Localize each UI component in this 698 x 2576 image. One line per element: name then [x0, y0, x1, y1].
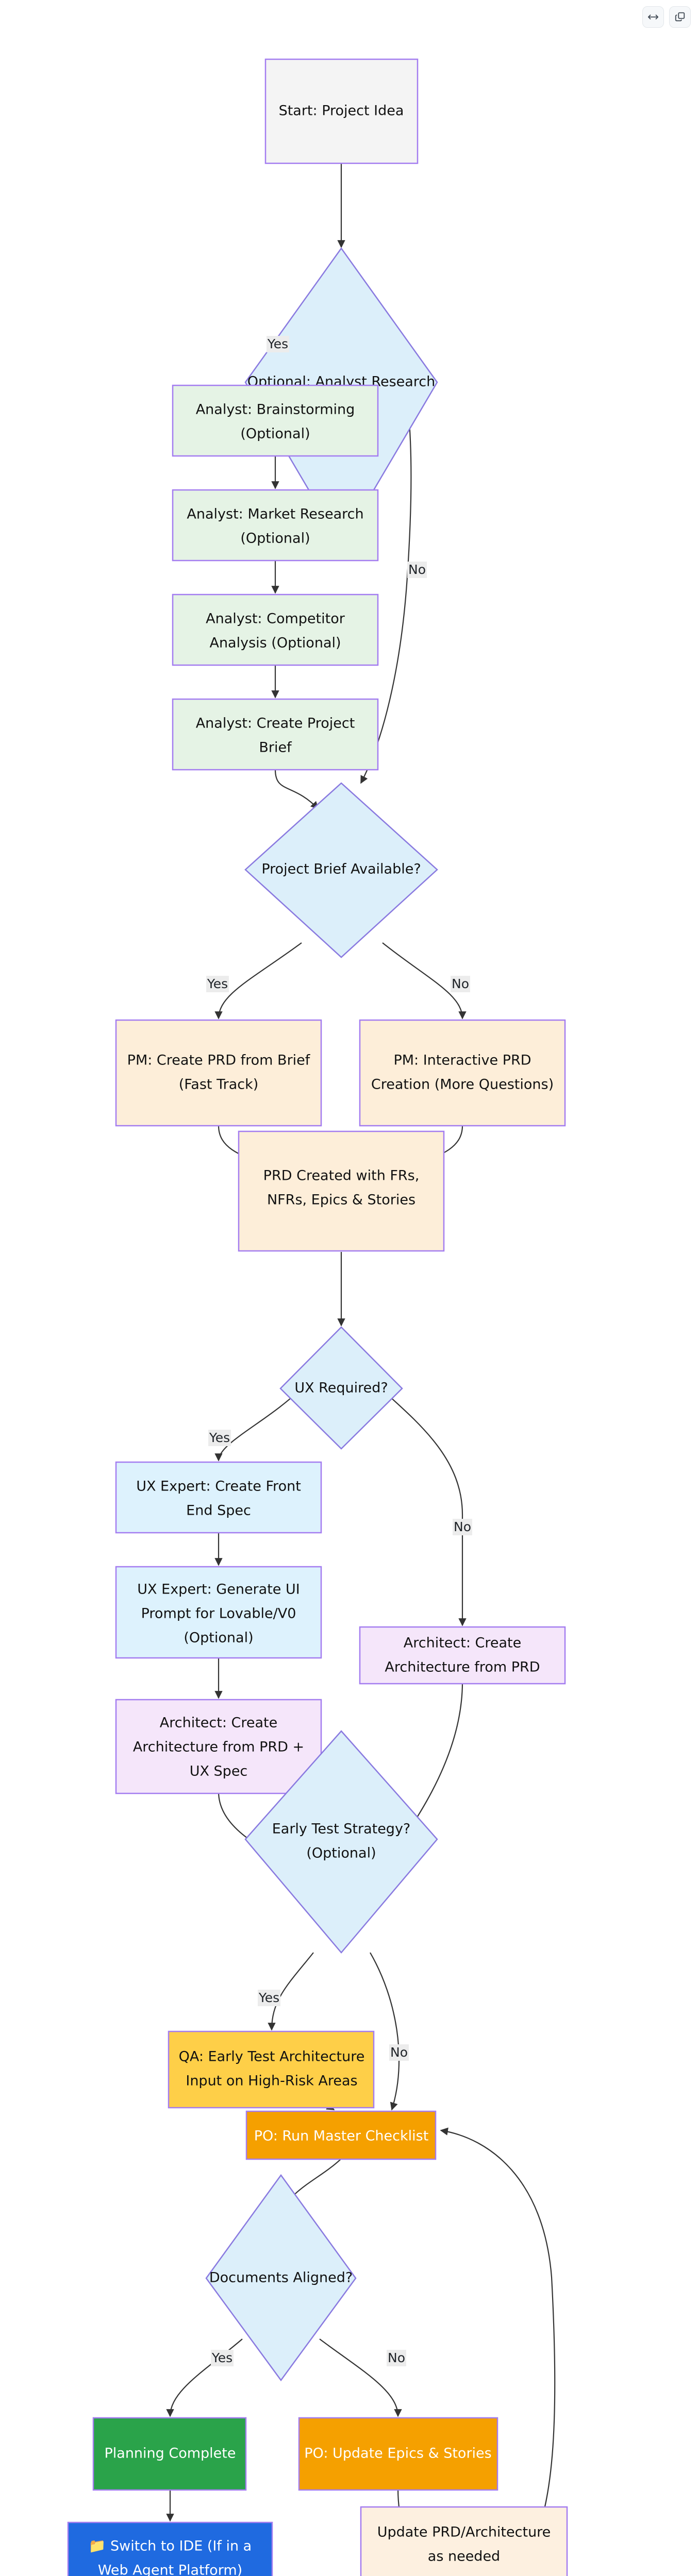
node-market-line-0: Analyst: Market Research — [187, 506, 363, 522]
node-layer[interactable]: Start: Project Idea Optional: Analyst Re… — [67, 58, 568, 2576]
node-prd_fast-line-1: (Fast Track) — [179, 1077, 259, 1093]
svg-text:Yes: Yes — [207, 976, 228, 991]
node-ux_prompt-line-0: UX Expert: Generate UI — [137, 1582, 300, 1598]
edge-brief_q-prd_inter — [382, 942, 467, 1020]
svg-text:No: No — [388, 2350, 405, 2365]
edge-label-brief_q-no: No — [451, 976, 470, 992]
edge-docs_q-po_update — [319, 2338, 402, 2417]
edge-label-test_q-no: No — [389, 2044, 409, 2061]
copy-icon — [675, 12, 685, 22]
node-arch_ux-line-0: Architect: Create — [160, 1715, 277, 1731]
node-po_update-line-0: PO: Update Epics & Stories — [304, 2446, 491, 2462]
node-docs_q[interactable]: Documents Aligned? — [205, 2174, 357, 2382]
node-ux_q-line-0: UX Required? — [294, 1380, 388, 1396]
node-ux_prompt-line-1: Prompt for Lovable/V0 — [141, 1606, 296, 1622]
node-ux_prompt-line-2: (Optional) — [184, 1630, 253, 1646]
node-po_check[interactable]: PO: Run Master Checklist — [245, 2110, 437, 2160]
node-competitor-line-0: Analyst: Competitor — [206, 611, 345, 627]
svg-text:Yes: Yes — [258, 1990, 279, 2005]
node-ux_spec[interactable]: UX Expert: Create Front End Spec — [115, 1461, 322, 1534]
svg-text:Yes: Yes — [211, 2350, 232, 2365]
node-prd_inter-line-0: PM: Interactive PRD — [393, 1053, 531, 1069]
svg-text:No: No — [454, 1519, 471, 1534]
node-market-line-1: (Optional) — [240, 531, 310, 547]
node-prd_done-line-1: NFRs, Epics & Stories — [267, 1192, 416, 1208]
copy-button[interactable] — [669, 6, 691, 28]
node-brainstorm-line-1: (Optional) — [240, 426, 310, 442]
svg-text:No: No — [452, 976, 469, 991]
node-prd_inter[interactable]: PM: Interactive PRD Creation (More Quest… — [359, 1019, 566, 1127]
edge-label-docs_q-no: No — [387, 2350, 406, 2366]
node-competitor-line-1: Analysis (Optional) — [209, 635, 341, 651]
node-brainstorm-line-0: Analyst: Brainstorming — [196, 402, 355, 418]
node-brief-line-0: Analyst: Create Project — [196, 716, 355, 732]
edge-label-brief_q-yes: Yes — [206, 976, 229, 992]
node-test_q-line-1: (Optional) — [306, 1845, 376, 1861]
node-qa_early-line-1: Input on High-Risk Areas — [186, 2073, 357, 2089]
node-switch_ide-line-0: 📁 Switch to IDE (If in a — [89, 2538, 252, 2554]
node-plan_done-line-0: Planning Complete — [104, 2446, 236, 2462]
node-ux_spec-line-1: End Spec — [186, 1503, 251, 1519]
edge-label-analyst_q-yes: Yes — [267, 336, 289, 352]
edge-ux_q-arch_prd — [377, 1385, 467, 1626]
edge-label-test_q-yes: Yes — [258, 1990, 280, 2006]
node-arch_ux[interactable]: Architect: Create Architecture from PRD … — [115, 1699, 322, 1794]
node-ux_spec-line-0: UX Expert: Create Front — [136, 1479, 301, 1495]
node-arch_prd-line-1: Architecture from PRD — [385, 1659, 540, 1675]
node-ux_q[interactable]: UX Required? — [279, 1326, 403, 1450]
node-test_q[interactable]: Early Test Strategy? (Optional) — [244, 1730, 438, 1954]
edge-brief-brief_q — [274, 769, 319, 810]
node-arch_ux-line-1: Architecture from PRD + — [133, 1739, 304, 1755]
node-update_docs[interactable]: Update PRD/Architecture as needed — [360, 2506, 568, 2576]
expand-width-button[interactable] — [642, 6, 664, 28]
node-prd_fast[interactable]: PM: Create PRD from Brief (Fast Track) — [115, 1019, 322, 1127]
edge-label-ux_q-no: No — [453, 1519, 472, 1535]
node-arch_prd-line-0: Architect: Create — [404, 1635, 521, 1651]
diagram-toolbar[interactable] — [642, 6, 691, 28]
node-brief-line-1: Brief — [259, 740, 292, 756]
node-po_check-line-0: PO: Run Master Checklist — [254, 2128, 429, 2144]
node-qa_early-line-0: QA: Early Test Architecture — [179, 2049, 365, 2065]
node-brief[interactable]: Analyst: Create Project Brief — [172, 698, 379, 771]
edge-update_docs-po_check — [440, 2127, 556, 2557]
node-competitor[interactable]: Analyst: Competitor Analysis (Optional) — [172, 594, 379, 666]
node-switch_ide-line-1: Web Agent Platform) — [98, 2563, 242, 2576]
node-arch_prd[interactable]: Architect: Create Architecture from PRD — [359, 1626, 566, 1685]
node-docs_q-line-0: Documents Aligned? — [209, 2270, 353, 2286]
edge-test_q-po_check — [370, 1952, 400, 2111]
node-plan_done[interactable]: Planning Complete — [92, 2417, 247, 2491]
node-start[interactable]: Start: Project Idea — [264, 58, 419, 164]
node-brainstorm[interactable]: Analyst: Brainstorming (Optional) — [172, 384, 379, 457]
node-prd_done-line-0: PRD Created with FRs, — [263, 1168, 420, 1184]
svg-text:No: No — [408, 562, 426, 577]
node-brief_q-line-0: Project Brief Available? — [261, 861, 421, 877]
node-prd_inter-line-1: Creation (More Questions) — [371, 1077, 554, 1093]
edge-label-ux_q-yes: Yes — [208, 1430, 231, 1446]
node-market[interactable]: Analyst: Market Research (Optional) — [172, 489, 379, 562]
svg-text:Yes: Yes — [267, 336, 288, 351]
edge-label-analyst_q-no: No — [407, 562, 427, 578]
node-switch_ide[interactable]: 📁 Switch to IDE (If in a Web Agent Platf… — [67, 2521, 273, 2576]
node-prd_fast-line-0: PM: Create PRD from Brief — [127, 1053, 311, 1069]
edge-label-docs_q-yes: Yes — [211, 2350, 234, 2366]
edge-test_q-qa_early — [268, 1952, 314, 2031]
svg-text:Yes: Yes — [209, 1430, 230, 1445]
node-prd_done[interactable]: PRD Created with FRs, NFRs, Epics & Stor… — [238, 1130, 445, 1252]
node-brief_q[interactable]: Project Brief Available? — [244, 782, 438, 958]
node-start-line-0: Start: Project Idea — [279, 103, 404, 119]
node-qa_early[interactable]: QA: Early Test Architecture Input on Hig… — [168, 2030, 375, 2109]
node-po_update[interactable]: PO: Update Epics & Stories — [298, 2417, 498, 2491]
edge-brief_q-prd_fast — [214, 942, 302, 1020]
node-update_docs-line-0: Update PRD/Architecture — [377, 2524, 551, 2540]
arrows-horizontal-icon — [647, 14, 659, 20]
node-arch_ux-line-2: UX Spec — [190, 1764, 248, 1780]
svg-text:No: No — [390, 2045, 408, 2060]
edge-label-layer: Yes No Yes No Yes No — [206, 336, 472, 2366]
node-test_q-line-0: Early Test Strategy? — [272, 1821, 411, 1837]
node-ux_prompt[interactable]: UX Expert: Generate UI Prompt for Lovabl… — [115, 1566, 322, 1659]
node-update_docs-line-1: as needed — [428, 2549, 500, 2565]
